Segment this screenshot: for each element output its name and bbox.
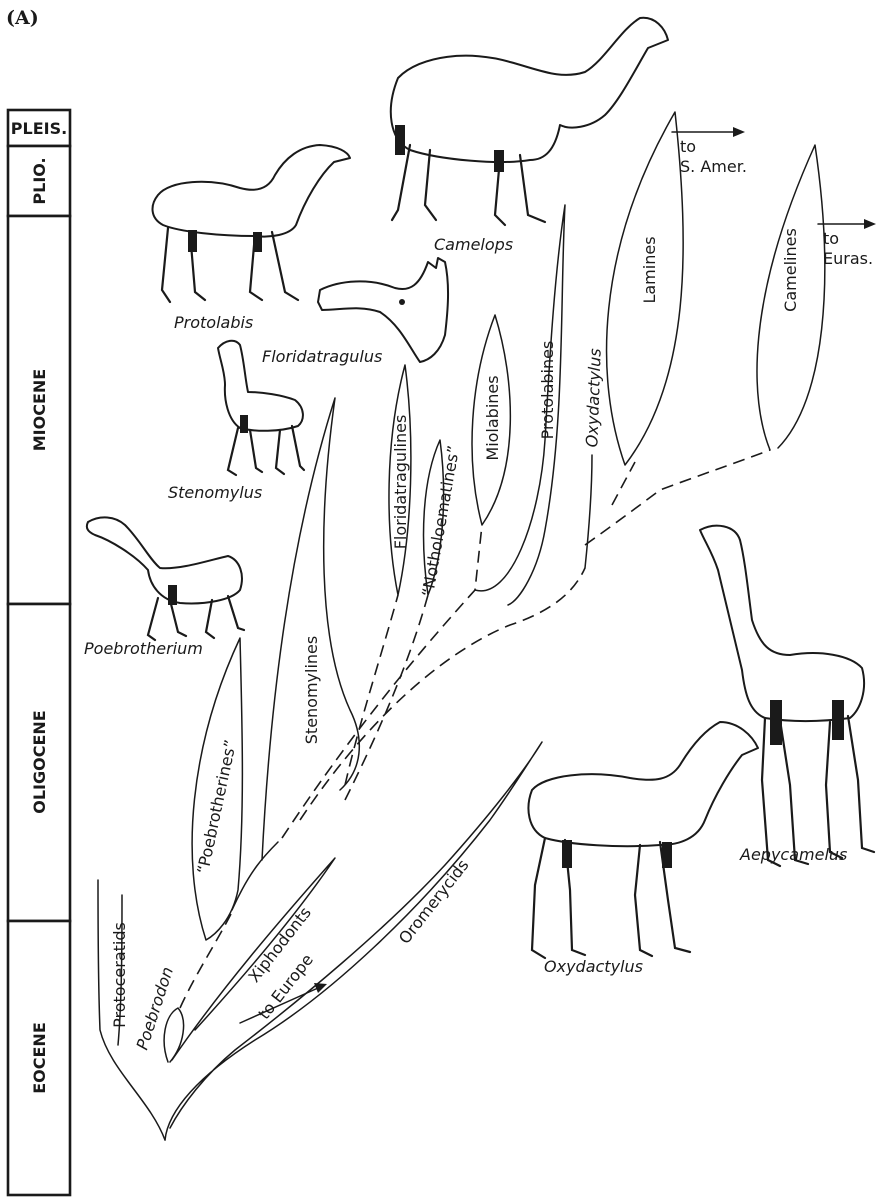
dashed-link-lamines (612, 462, 635, 505)
poebrodon-lineage (164, 1008, 183, 1062)
arrowhead-to-euras (864, 219, 876, 229)
protolabis-illustration (153, 145, 350, 302)
label-poebrotherium: Poebrotherium (84, 639, 203, 658)
dashed-link-notholoematines (345, 595, 428, 800)
figure-label: (A) (6, 7, 39, 29)
label-to-s-amer-line2: S. Amer. (680, 157, 747, 176)
label-to-euras-line2: Euras. (823, 249, 873, 268)
label-to-euras-line1: to (823, 229, 839, 248)
arrowhead-to-europe (314, 983, 327, 993)
label-to-s-amer-line1: to (680, 137, 696, 156)
geologic-time-column: PLEIS. PLIO. MIOCENE OLIGOCENE EOCENE (8, 110, 70, 1195)
label-stenomylines: Stenomylines (302, 636, 321, 744)
label-oxydactylus-branch: Oxydactylus (582, 348, 604, 448)
label-camelops: Camelops (434, 235, 513, 254)
poebrotherium-illustration (87, 517, 244, 640)
camelops-illustration (391, 18, 668, 225)
label-floridatragulus: Floridatragulus (262, 347, 382, 366)
label-notholoematines: “Notholoematines” (418, 444, 463, 598)
label-aepycamelus: Aepycamelus (739, 845, 847, 864)
dashed-link-poebrotherines (180, 912, 232, 1008)
epoch-label-miocene: MIOCENE (30, 369, 49, 451)
epoch-label-oligocene: OLIGOCENE (30, 710, 49, 813)
label-stenomylus: Stenomylus (168, 483, 262, 502)
epoch-label-pliocene: PLIO. (30, 157, 49, 204)
label-protoceratids: Protoceratids (110, 922, 129, 1028)
label-floridatragulines: Floridatragulines (391, 415, 410, 550)
label-protolabis: Protolabis (174, 313, 253, 332)
label-miolabines: Miolabines (483, 375, 502, 460)
oxydactylus-illustration (528, 722, 758, 958)
label-camelines: Camelines (781, 228, 800, 312)
label-protolabines: Protolabines (538, 341, 557, 440)
dashed-link-camelids (585, 450, 770, 545)
epoch-label-eocene: EOCENE (30, 1022, 49, 1094)
dashed-link-floridatragulines (345, 595, 398, 785)
oxydactylus-branch (585, 455, 592, 568)
label-lamines: Lamines (640, 236, 659, 303)
arrowhead-to-s-amer (733, 127, 745, 137)
label-oromerycids: Oromerycids (395, 856, 473, 948)
epoch-label-pleistocene: PLEIS. (11, 119, 67, 138)
label-poebrodon: Poebrodon (132, 965, 177, 1053)
aepycamelus-illustration (700, 526, 874, 866)
label-oxydactylus: Oxydactylus (544, 957, 643, 976)
phylogeny-tree (98, 112, 876, 1140)
